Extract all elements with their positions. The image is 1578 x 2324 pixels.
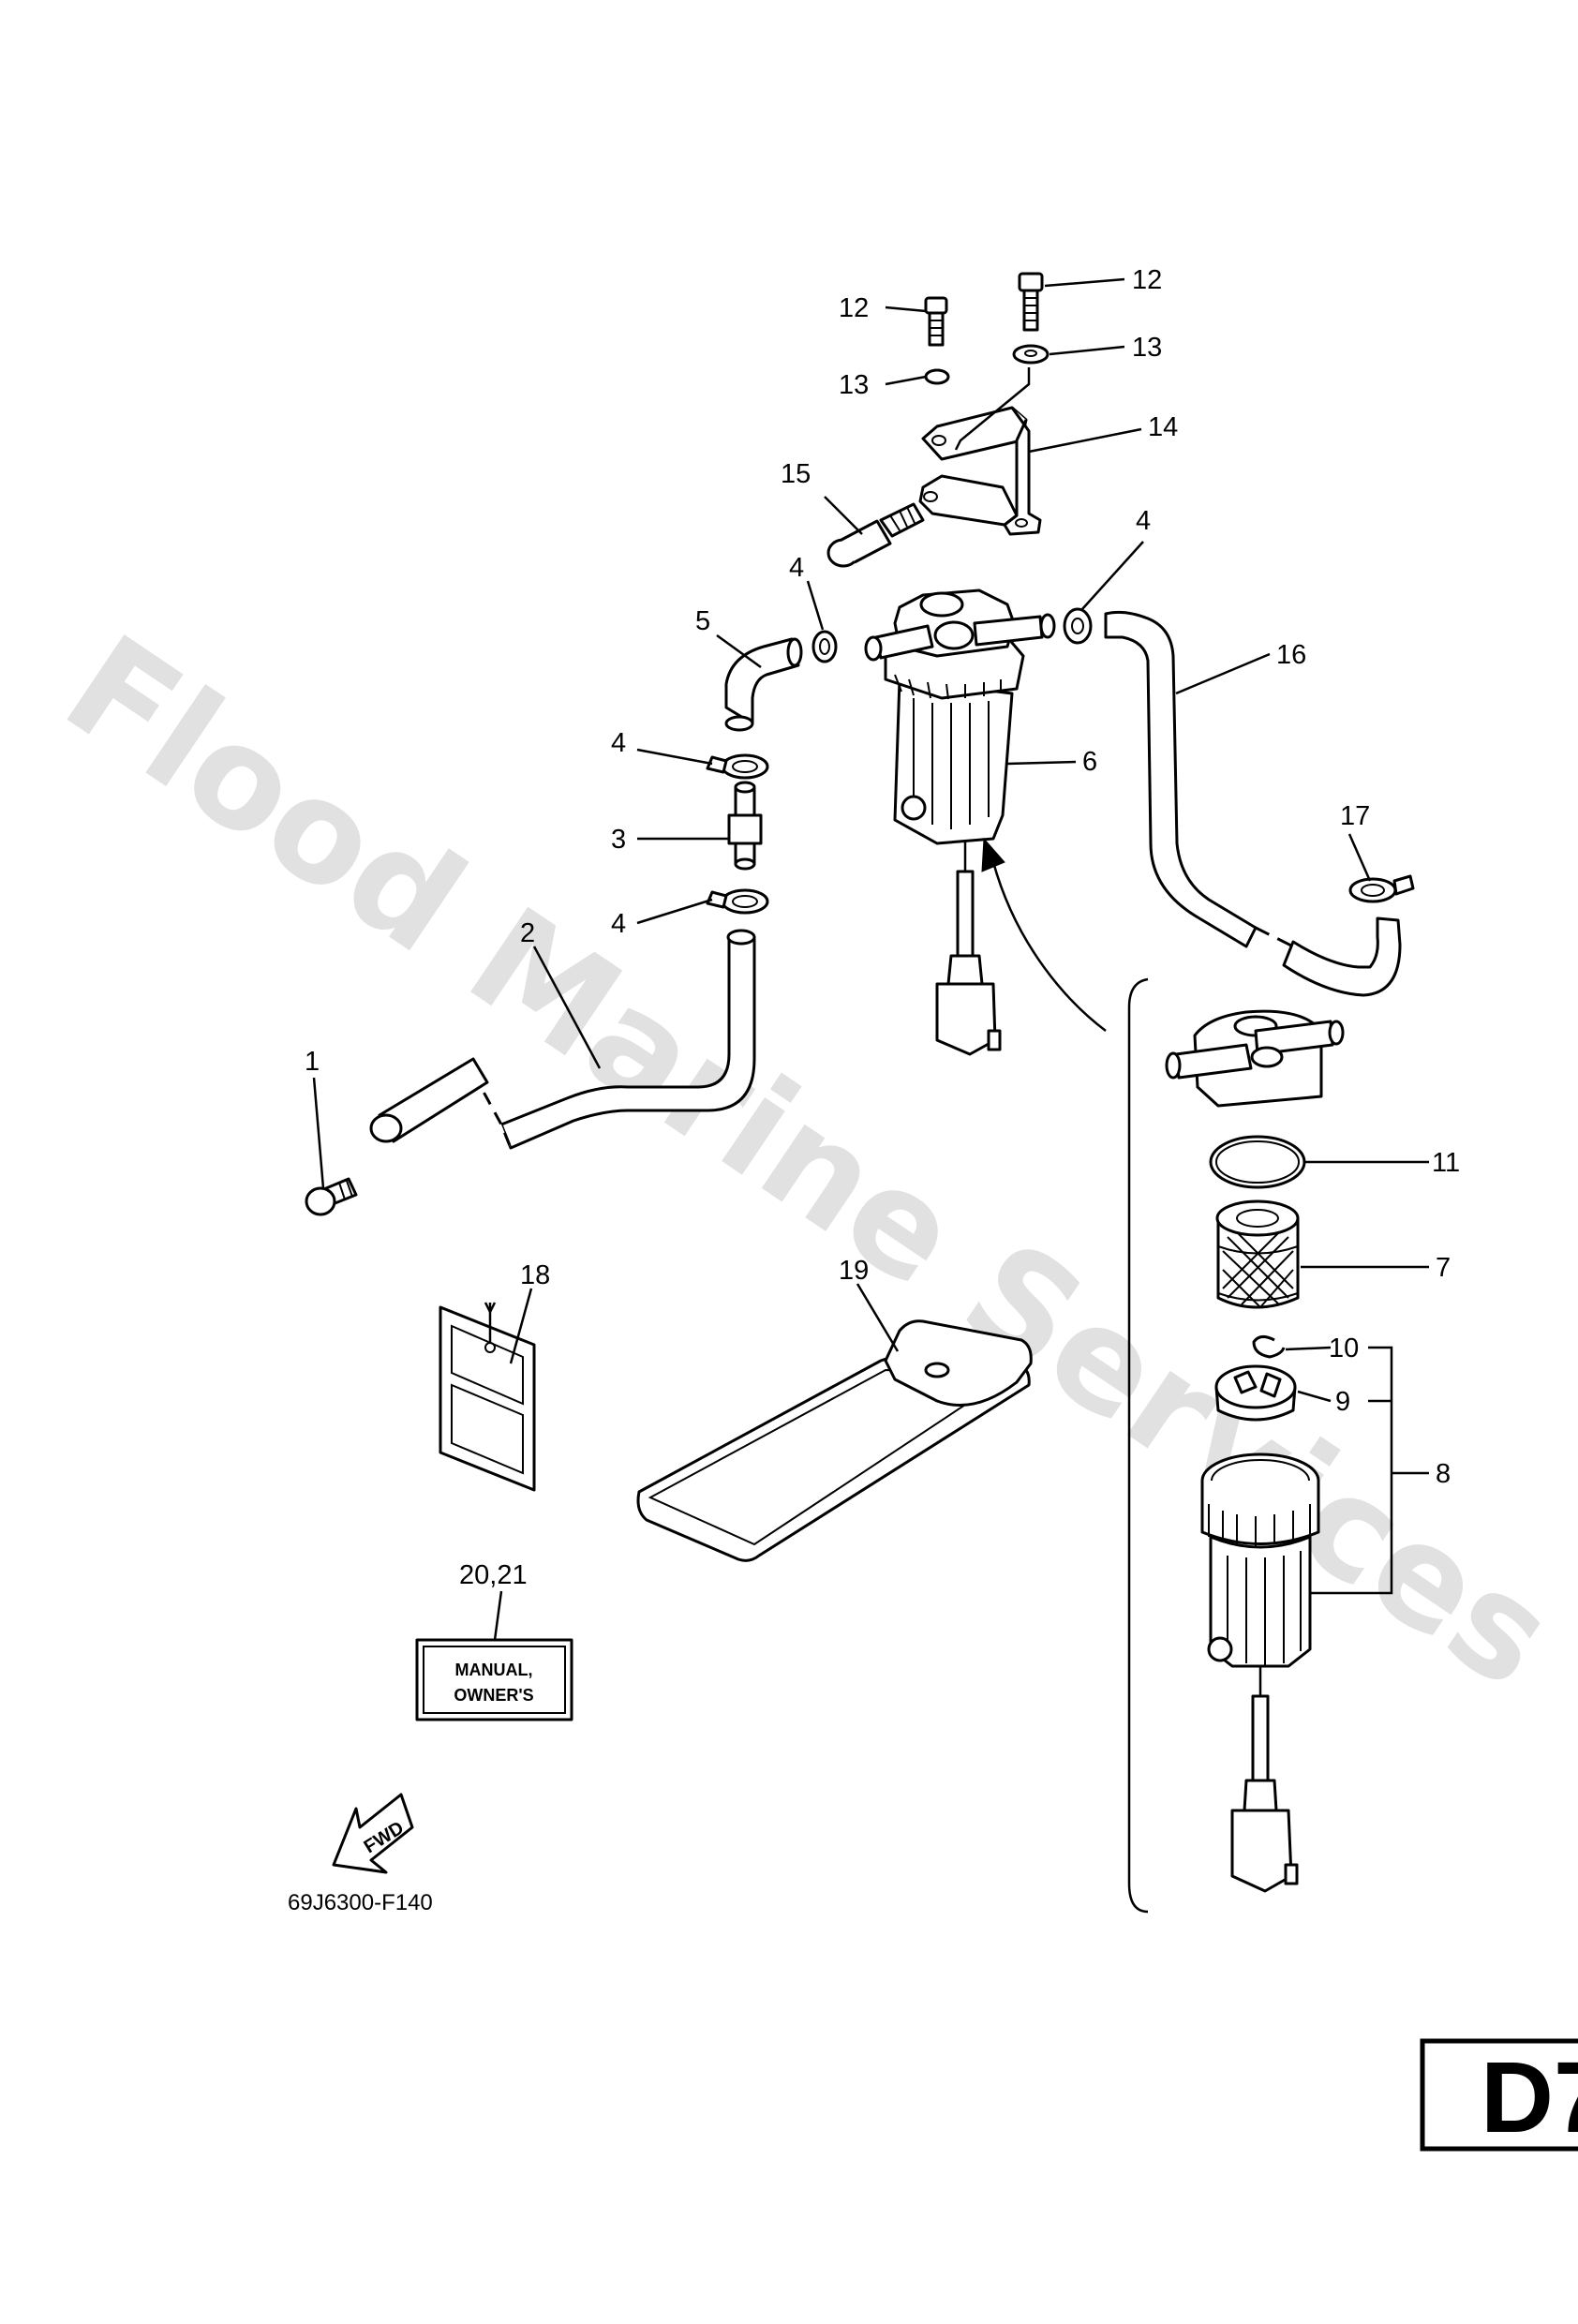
clamp-4-upper [706,753,769,780]
callout-10: 10 [1329,1333,1359,1363]
washer-13-left [924,368,950,385]
page-label-box: D7 [1420,2038,1578,2153]
callout-9: 9 [1335,1387,1350,1417]
filter-cup-8 [1200,1452,1320,1893]
callout-11: 11 [1432,1148,1460,1178]
fwd-arrow-icon: FWD [332,1793,414,1874]
callout-13-right: 13 [1132,333,1162,363]
bracket-14 [918,367,1042,536]
joint-3 [727,781,763,871]
callout-4-upper-clamp: 4 [611,728,626,758]
fuel-filter-6 [864,588,1056,1056]
callout-12-left: 12 [839,293,869,323]
page-label: D7 [1481,2040,1578,2153]
tag-18 [439,1302,536,1492]
filter-head-detail [1165,1009,1345,1108]
cap-9 [1214,1364,1297,1422]
callout-2: 2 [520,918,535,948]
fitting-1 [305,1177,358,1216]
callout-4-top-right: 4 [1136,506,1151,536]
clamp-4-filter-left [811,630,838,663]
callout-18: 18 [520,1260,550,1290]
detail-arrow [991,861,1107,1032]
callout-4-top-left: 4 [789,553,804,583]
callout-16: 16 [1276,640,1306,670]
callout-8: 8 [1436,1459,1451,1489]
manual-line1: MANUAL, [455,1661,533,1679]
owners-manual-20-21: MANUAL, OWNER'S [415,1638,573,1721]
callout-12-right: 12 [1132,265,1162,295]
o-ring-11 [1209,1135,1306,1189]
callout-15: 15 [781,459,811,489]
callout-1: 1 [305,1047,320,1077]
washer-13-right [1012,344,1050,365]
hose-16 [1104,610,1402,997]
callout-4-lower-clamp: 4 [611,909,626,939]
manual-line2: OWNER'S [454,1686,533,1705]
element-7 [1215,1199,1300,1309]
clamp-4-filter-right [1063,607,1093,645]
clamp-17 [1348,874,1415,903]
hose-5 [724,637,803,732]
diagram-code: 69J6300-F140 [288,1890,433,1915]
detail-arrow-head [981,837,1005,872]
leader-lines [312,277,1429,1641]
bolt-12-right [1018,272,1044,332]
bag-19 [636,1319,1033,1562]
circlip-10 [1252,1335,1286,1359]
callout-5: 5 [695,606,710,636]
callout-6: 6 [1082,747,1097,777]
bolt-12-left [924,296,948,347]
detail-bracket [1127,977,1149,1914]
clamp-4-lower [706,888,769,915]
callout-13-left: 13 [839,370,869,400]
callout-14: 14 [1148,412,1178,442]
callout-20-21: 20,21 [459,1560,528,1590]
callout-17: 17 [1340,801,1370,831]
callout-19: 19 [839,1256,869,1286]
callout-7: 7 [1436,1253,1451,1283]
hose-2 [369,929,756,1150]
callout-3: 3 [611,825,626,855]
